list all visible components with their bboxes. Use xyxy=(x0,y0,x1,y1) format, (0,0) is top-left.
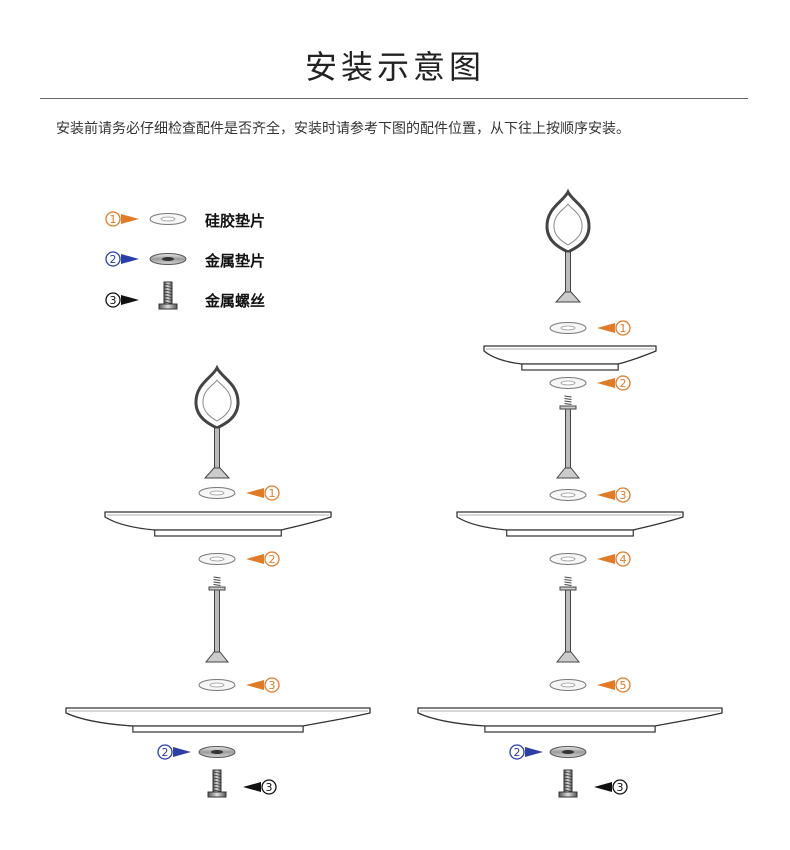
svg-text:1: 1 xyxy=(269,487,276,500)
metal-screw-icon xyxy=(558,769,578,798)
svg-text:5: 5 xyxy=(620,679,627,692)
svg-text:1: 1 xyxy=(620,322,627,335)
callout-marker: 4 xyxy=(597,551,631,567)
svg-text:3: 3 xyxy=(110,294,117,307)
svg-text:4: 4 xyxy=(620,553,627,566)
silicone-washer-icon xyxy=(549,679,587,691)
callout-marker: 1 xyxy=(246,485,280,501)
bottom-plate xyxy=(417,707,723,733)
legend-label-metal-washer: 金属垫片 xyxy=(205,252,266,270)
svg-text:1: 1 xyxy=(110,213,117,226)
legend-marker-3: 3 xyxy=(105,292,139,308)
svg-text:3: 3 xyxy=(620,489,627,502)
three-tier-assembly: 1 2 3 4 5 2 3 xyxy=(417,188,723,798)
top-plate xyxy=(104,511,332,537)
support-rod-icon xyxy=(204,576,230,663)
legend-label-silicone-washer: 硅胶垫片 xyxy=(205,212,266,230)
silicone-washer-icon xyxy=(549,377,587,389)
handle-icon xyxy=(545,188,591,303)
callout-marker: 5 xyxy=(597,677,631,693)
page-title: 安装示意图 xyxy=(304,48,485,86)
legend: 1 2 3 xyxy=(105,211,187,310)
metal-washer-icon xyxy=(198,746,236,758)
callout-marker: 3 xyxy=(243,779,277,795)
legend-marker-1: 1 xyxy=(105,211,139,227)
top-plate xyxy=(483,345,657,371)
metal-screw-icon xyxy=(207,769,227,798)
support-rod-icon xyxy=(555,576,581,663)
svg-text:3: 3 xyxy=(266,781,273,794)
silicone-washer-icon xyxy=(198,679,236,691)
legend-marker-2: 2 xyxy=(105,251,139,267)
bottom-plate xyxy=(65,707,371,733)
two-tier-assembly: 1 2 3 2 3 xyxy=(65,364,371,798)
callout-marker: 3 xyxy=(597,487,631,503)
legend-label-metal-screw: 金属螺丝 xyxy=(205,292,266,310)
silicone-washer-icon xyxy=(549,489,587,501)
silicone-washer-icon xyxy=(549,322,587,334)
svg-text:3: 3 xyxy=(617,781,624,794)
metal-washer-icon xyxy=(149,253,187,265)
callout-marker: 3 xyxy=(246,677,280,693)
svg-text:2: 2 xyxy=(269,553,276,566)
callout-marker: 2 xyxy=(597,375,631,391)
metal-washer-icon xyxy=(549,746,587,758)
silicone-washer-icon xyxy=(198,487,236,499)
callout-marker: 1 xyxy=(597,320,631,336)
title-divider xyxy=(40,98,748,99)
instruction-text: 安装前请务必仔细检查配件是否齐全，安装时请参考下图的配件位置，从下往上按顺序安装… xyxy=(56,121,630,137)
svg-text:2: 2 xyxy=(620,377,627,390)
handle-icon xyxy=(194,364,240,479)
svg-text:2: 2 xyxy=(110,253,117,266)
callout-marker: 3 xyxy=(594,779,628,795)
svg-text:3: 3 xyxy=(269,679,276,692)
silicone-washer-icon xyxy=(549,553,587,565)
silicone-washer-icon xyxy=(198,553,236,565)
callout-marker: 2 xyxy=(246,551,280,567)
callout-marker: 2 xyxy=(157,744,191,760)
middle-plate xyxy=(456,511,684,537)
svg-text:2: 2 xyxy=(162,746,169,759)
svg-text:2: 2 xyxy=(514,746,521,759)
support-rod-icon xyxy=(555,395,581,479)
silicone-washer-icon xyxy=(149,213,187,225)
callout-marker: 2 xyxy=(509,744,543,760)
metal-screw-icon xyxy=(158,281,178,310)
